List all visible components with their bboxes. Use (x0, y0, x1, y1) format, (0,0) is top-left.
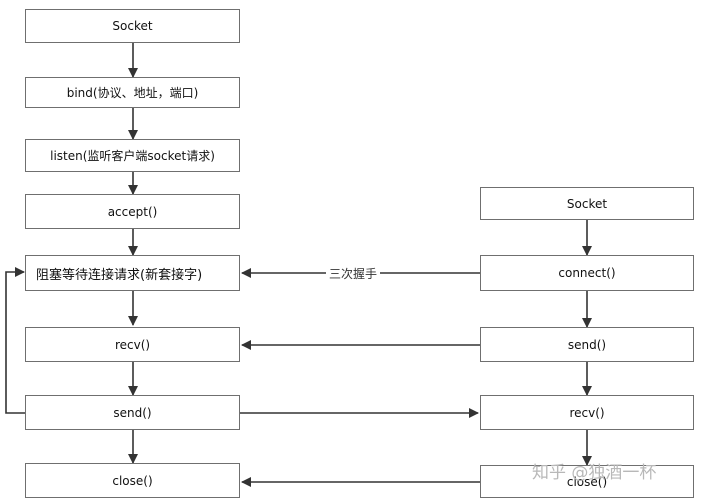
connect-box: connect() (480, 255, 694, 291)
server-send-box: send() (25, 395, 240, 430)
server-recv-box: recv() (25, 327, 240, 362)
client-close-box: close() (480, 465, 694, 498)
watermark-text: 知乎 @独酒一杯 (532, 463, 657, 483)
block-wait-box: 阻塞等待连接请求(新套接字) (25, 255, 240, 291)
accept-box: accept() (25, 194, 240, 229)
client-recv-box: recv() (480, 395, 694, 430)
bind-box: bind(协议、地址，端口) (25, 77, 240, 108)
loop-send-to-block (5, 267, 26, 414)
handshake-label: 三次握手 (326, 265, 381, 282)
client-send-box: send() (480, 327, 694, 362)
listen-box: listen(监听客户端socket请求) (25, 139, 240, 172)
server-socket-box: Socket (25, 9, 240, 43)
server-close-box: close() (25, 463, 240, 498)
client-socket-box: Socket (480, 187, 694, 220)
